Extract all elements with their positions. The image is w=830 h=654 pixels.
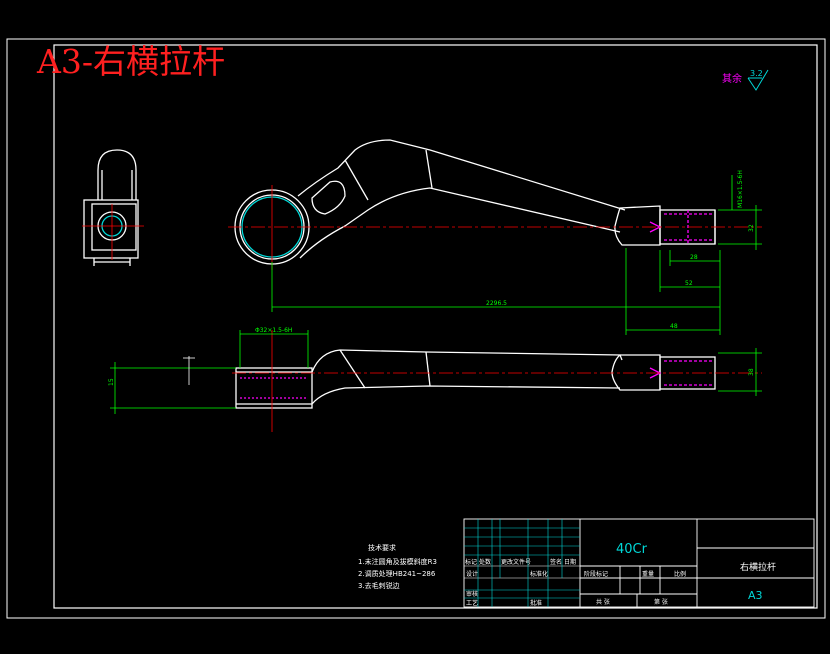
title-block — [463, 518, 815, 608]
label-doc-no: 更改文件号 — [501, 558, 531, 566]
end-len-text: 48 — [670, 323, 678, 330]
label-check: 审核 — [466, 590, 478, 598]
end-view — [82, 149, 144, 266]
label-date: 日期 — [564, 558, 576, 566]
tech-requirements: 技术要求 1.未注圆角及拔模斜度R3 2.调质处理HB241~286 3.去毛刺… — [358, 543, 437, 590]
top-dimension-texts: Φ32×1.5-6H 38 15 — [108, 327, 755, 386]
roughness-label: 其余 — [722, 72, 742, 85]
label-sheets-total: 共 张 — [596, 598, 610, 606]
label-sheet-no: 第 张 — [654, 598, 668, 606]
top-dimensions — [110, 330, 762, 414]
label-design: 设计 — [466, 570, 478, 578]
front-dimensions — [271, 175, 762, 335]
front-dimension-texts: 2296.5 28 52 48 32 M16×1.5-6H — [486, 170, 755, 330]
label-scale: 比例 — [674, 570, 686, 578]
tech-item-2: 2.调质处理HB241~286 — [358, 569, 436, 578]
title-block-texts: 40Cr 右横拉杆 A3 标记 处数 更改文件号 签名 日期 设计 标准化 审核… — [465, 542, 776, 607]
end-dia-top-text: 32 — [748, 224, 755, 232]
side-dim-text: 15 — [108, 378, 115, 386]
top-view — [232, 330, 762, 432]
tech-title: 技术要求 — [368, 543, 396, 552]
overall-length-text: 2296.5 — [486, 300, 507, 307]
thread-len2-text: 52 — [685, 280, 693, 287]
label-weight: 重量 — [642, 570, 654, 578]
label-standardize: 标准化 — [530, 570, 548, 578]
front-view — [228, 139, 762, 270]
material-text: 40Cr — [616, 542, 648, 557]
part-name-text: 右横拉杆 — [740, 561, 776, 573]
title-block-grid — [464, 519, 580, 607]
label-stage-mark: 阶段标记 — [584, 570, 608, 578]
end-dia-side-text: 38 — [748, 368, 755, 376]
outer-frame — [6, 38, 826, 619]
thread-callout-text: M16×1.5-6H — [737, 170, 744, 208]
label-approve: 批准 — [530, 599, 542, 607]
sheet-size-text: A3 — [748, 589, 763, 602]
tech-item-3: 3.去毛刺锐边 — [358, 581, 400, 590]
label-mark: 标记 — [465, 558, 477, 566]
thread-len-text: 28 — [690, 254, 698, 261]
label-process: 工艺 — [466, 599, 478, 607]
label-count: 处数 — [479, 558, 491, 566]
inner-frame — [53, 44, 818, 609]
roughness-value: 3.2 — [750, 69, 763, 78]
label-sign: 签名 — [550, 558, 562, 566]
ball-callout-text: Φ32×1.5-6H — [255, 327, 292, 334]
tech-item-1: 1.未注圆角及拔模斜度R3 — [358, 557, 437, 566]
roughness-symbol: 其余 3.2 — [722, 69, 769, 91]
drawing-title: A3-右横拉杆 — [36, 42, 225, 81]
